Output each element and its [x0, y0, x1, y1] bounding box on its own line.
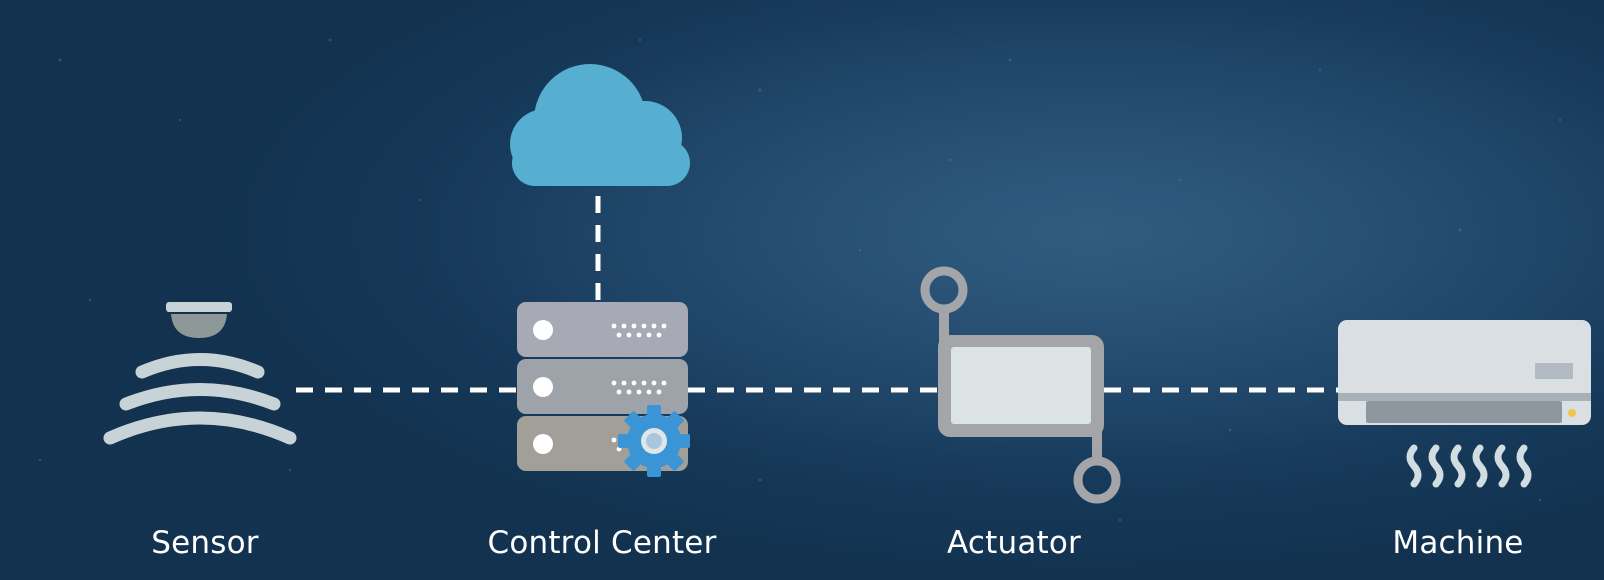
air-conditioner-icon: [1338, 320, 1591, 488]
background-specks: [38, 38, 1562, 522]
connectors: [296, 196, 1338, 393]
actuator-label: Actuator: [947, 525, 1081, 561]
gear-icon: [618, 405, 690, 477]
cloud-icon: [510, 64, 690, 186]
sensor-label: Sensor: [151, 525, 259, 561]
machine-label: Machine: [1392, 525, 1524, 561]
actuator-icon: [920, 266, 1121, 504]
sensor-icon: [103, 302, 297, 445]
control-center-label: Control Center: [487, 525, 717, 561]
